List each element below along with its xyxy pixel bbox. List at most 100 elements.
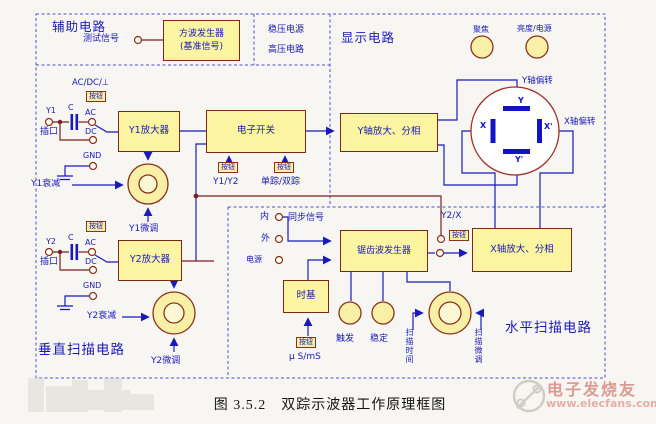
electronic-switch-label: 电子开关 <box>236 125 275 137</box>
y1-ac-label: AC <box>85 108 96 117</box>
trace-select-label: Y1/Y2 <box>213 177 239 187</box>
sawtooth-generator-label: 锯齿波发生器 <box>356 245 411 256</box>
y2-jack-label: 插口 <box>40 257 59 267</box>
sync-int-contact <box>274 212 284 222</box>
trace-mode-label: 单踪/双踪 <box>261 177 301 187</box>
sync-mains-label: 电源 <box>246 255 262 264</box>
y2-atten-knob-inner <box>163 302 185 324</box>
usms-label: μ S/mS <box>289 352 321 362</box>
sync-ext-label: 外 <box>261 234 271 244</box>
junction-dots <box>57 119 199 255</box>
watermark-logo-icon <box>512 379 546 413</box>
watermark-url: www.elecfans.com <box>546 397 656 410</box>
y2-amplifier-label: Y2放大器 <box>129 254 171 266</box>
y2x-button-badge: 按钮 <box>449 230 469 241</box>
y1-fine-label: Y1微调 <box>129 224 159 234</box>
vertical-section-title: 垂直扫描电路 <box>38 342 125 358</box>
section-borders <box>35 13 606 379</box>
watermark-brand: 电子发烧友 <box>547 380 638 399</box>
y2x-label: Y2/X <box>441 211 462 221</box>
display-section-title: 显示电路 <box>341 30 396 45</box>
x-axis-amp-label: X轴放大、分相 <box>490 243 554 255</box>
capacitor-y1 <box>70 114 79 130</box>
crt-plate-x <box>490 119 496 143</box>
figure-caption: 图 3.5.2 双踪示波器工作原理框图 <box>213 398 447 413</box>
y1-atten-knob-inner <box>138 174 158 194</box>
y-deflect-label: Y轴偏转 <box>522 76 553 86</box>
y2-gnd-label: GND <box>83 281 102 290</box>
trigger-knob <box>338 301 362 325</box>
acdc-label: AC/DC/⊥ <box>72 78 110 88</box>
y1-atten-label: Y1衰减 <box>31 179 61 189</box>
y-axis-amp-box: Y轴放大、分相 <box>340 113 438 152</box>
focus-label: 聚焦 <box>473 25 489 34</box>
timebase-box: 时基 <box>283 280 329 313</box>
red-wires <box>52 39 442 271</box>
plate-xr-label: X' <box>544 122 553 131</box>
y1-jack-label: 插口 <box>40 127 59 137</box>
sqgen-line2: (基准信号) <box>179 41 224 52</box>
switch-contacts <box>44 35 446 301</box>
crt-plate-y2 <box>503 149 530 154</box>
plate-y-label: Y <box>518 96 524 105</box>
y2x-contact-b <box>435 248 445 258</box>
x-deflect-label: X轴偏转 <box>564 117 596 127</box>
vreg-label: 稳压电源 <box>268 25 305 35</box>
square-wave-generator-box: 方波发生器 (基准信号) <box>163 20 240 61</box>
y-axis-amp-label: Y轴放大、分相 <box>357 126 421 138</box>
sync-int-label: 内 <box>260 212 270 222</box>
y2x-contact-a <box>436 234 446 244</box>
test-signal-terminal <box>133 35 143 45</box>
y2-fine-label: Y2微调 <box>151 356 181 366</box>
crt-plate-y <box>503 106 530 111</box>
y2-atten-label: Y2衰减 <box>87 311 117 321</box>
y2-label: Y2 <box>46 237 56 246</box>
sync-signal-label: 同步信号 <box>288 213 325 223</box>
horizontal-section-title: 水平扫描电路 <box>505 320 592 336</box>
trigger-label: 触发 <box>336 334 355 344</box>
brightness-label: 亮度/电源 <box>517 24 552 33</box>
aux-section-title: 辅助电路 <box>52 19 107 34</box>
y2-ac-label: AC <box>85 238 96 247</box>
y2-dc-label: DC <box>85 257 97 266</box>
brightness-knob <box>525 35 549 59</box>
y2-amplifier-box: Y2放大器 <box>118 240 182 281</box>
y1-coupling-button-badge: 按钮 <box>86 91 106 102</box>
focus-knob <box>470 35 494 59</box>
crt-plate-x2 <box>537 119 542 143</box>
y1-dc-label: DC <box>85 127 97 136</box>
scan-artifacts <box>28 378 154 412</box>
y2-coupling-button-badge: 按钮 <box>86 221 106 232</box>
y1-cap-label: C <box>68 103 74 112</box>
trace-select-button-badge: 按钮 <box>218 162 238 173</box>
hv-label: 高压电路 <box>268 45 305 55</box>
y1-input-jack <box>44 117 54 127</box>
plate-x-label: X <box>480 121 487 130</box>
plate-yb-label: Y' <box>515 155 524 164</box>
y1-label: Y1 <box>46 106 56 115</box>
knobs <box>127 35 549 335</box>
trace-mode-button-badge: 按钮 <box>274 162 294 173</box>
stable-label: 稳定 <box>370 334 389 344</box>
crt <box>470 86 560 176</box>
y1-amplifier-box: Y1放大器 <box>118 111 180 152</box>
scan-fine-label: 扫描微调 <box>474 328 483 364</box>
y1-amplifier-label: Y1放大器 <box>128 125 170 137</box>
sync-ext-contact <box>274 234 284 244</box>
scan-time-label: 扫描时间 <box>405 328 414 364</box>
stable-knob <box>371 301 395 325</box>
y2-cap-label: C <box>68 233 74 242</box>
timebase-label: 时基 <box>296 290 316 302</box>
timebase-button-badge: 按钮 <box>296 337 316 348</box>
test-signal-label: 测试信号 <box>83 34 120 44</box>
y1-gnd-label: GND <box>83 151 102 160</box>
y2-input-jack <box>44 247 54 257</box>
scan-time-knob-inner <box>438 301 462 325</box>
sawtooth-generator-box: 锯齿波发生器 <box>340 230 428 272</box>
x-axis-amp-box: X轴放大、分相 <box>472 228 572 272</box>
sync-mains-contact <box>274 255 284 265</box>
electronic-switch-box: 电子开关 <box>206 110 306 153</box>
sqgen-line1: 方波发生器 <box>178 29 224 40</box>
